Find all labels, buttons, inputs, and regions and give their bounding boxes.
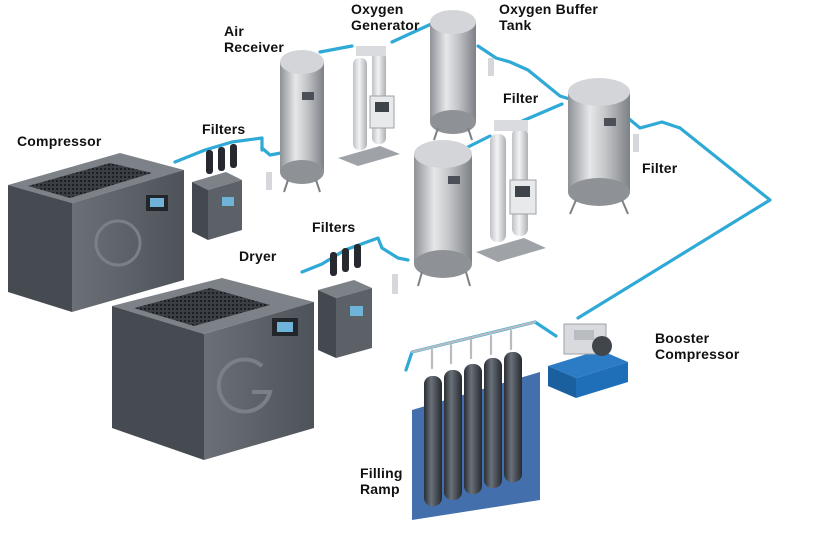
oxygen-receiver-right: [568, 78, 639, 215]
label-air-receiver: Air Receiver: [224, 23, 284, 55]
label-filters-bottom: Filters: [312, 219, 356, 235]
pipe-receiver-generator: [318, 44, 354, 54]
manifold-rail: [410, 320, 537, 354]
oxygen-generator-2: [476, 120, 546, 262]
air-receiver-1: [280, 50, 324, 193]
label-filter-mid: Filter: [503, 90, 539, 106]
oxygen-generator-1: [338, 46, 400, 166]
dryer-1: [192, 172, 242, 240]
filters-top-unit: [206, 144, 272, 190]
pipe-buffer-filter: [476, 44, 587, 106]
air-receiver-2: [414, 140, 472, 287]
pipe-righttank-filter: [626, 116, 682, 130]
label-filters-top: Filters: [202, 121, 246, 137]
pipe-booster-manifold: [404, 320, 558, 372]
label-filling-ramp: Filling Ramp: [360, 465, 403, 497]
piping: [173, 18, 772, 372]
pipe-compressor1-filters: [173, 136, 264, 164]
filling-ramp: [412, 352, 540, 520]
pipe-filters-receiver: [260, 146, 283, 157]
label-dryer: Dryer: [239, 248, 277, 264]
label-oxygen-generator: Oxygen Generator: [351, 1, 420, 33]
gas-cylinders: [424, 352, 522, 506]
label-filter-right: Filter: [642, 160, 678, 176]
pipe-filters2-receiver2: [380, 246, 410, 262]
compressor-1: [8, 153, 184, 312]
compressor-2: [112, 278, 314, 460]
dryer-2: [318, 280, 372, 358]
label-booster-compressor: Booster Compressor: [655, 330, 740, 362]
label-oxygen-buffer-tank: Oxygen Buffer Tank: [499, 1, 599, 33]
label-compressor: Compressor: [17, 133, 102, 149]
oxygen-buffer-tank: [430, 10, 494, 141]
booster-compressor: [548, 323, 628, 398]
filters-bottom-unit: [330, 244, 398, 294]
pipe-generator2-righttank: [518, 102, 564, 124]
pipe-filter-booster: [576, 126, 772, 320]
